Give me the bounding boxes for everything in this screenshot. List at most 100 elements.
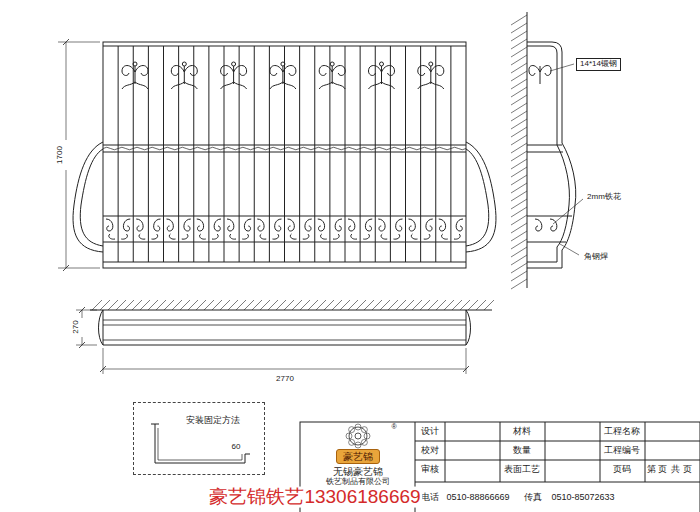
scroll-ornament [535,219,557,231]
vertical-bar [284,46,285,262]
top-scroll [135,66,148,76]
scroll-ornament [182,234,188,239]
wall-hatch [132,300,142,310]
wall-hatch [511,119,527,129]
scroll-ornament [169,234,175,239]
dimension: 270 [72,320,81,333]
scroll-ornament [409,219,416,231]
wall-hatch [204,300,214,310]
top-scroll [282,66,283,84]
wall-hatch [511,55,527,65]
node-text: 豪艺锦 [343,451,373,462]
top-scroll [184,66,197,76]
watermark: 豪艺锦铁艺13306186669 [207,487,422,508]
logo-flower [364,433,370,439]
wall-hatch [124,300,134,310]
scroll-ornament [257,219,264,231]
wall-hatch [428,300,438,310]
wall-hatch [324,300,334,310]
scroll-ornament [303,234,309,239]
scroll-ornament [363,234,369,239]
middle-band [103,145,466,146]
title-cell: 共 [671,465,680,475]
top-scroll [332,82,345,89]
scroll-ornament [456,219,463,231]
logo-flower [355,433,361,439]
wall-hatch [300,300,310,310]
logo-flower [355,442,361,448]
wall-hatch [511,71,527,81]
wall-hatch [172,300,182,310]
scroll-ornament [260,234,266,239]
side-frame [527,42,576,268]
vertical-bar [208,46,209,262]
wall-hatch [511,31,527,41]
logo-flower [355,424,361,430]
wall-hatch [396,300,406,310]
dimension-line [66,170,67,268]
vertical-bar [178,46,179,262]
wall-hatch [511,87,527,97]
wall-hatch [511,39,527,49]
vertical-bar [375,46,376,262]
top-scroll [369,82,382,89]
extension-line [58,268,100,269]
top-scroll [122,82,135,89]
dimension-line [82,337,83,345]
dimension: 2770 [276,375,294,384]
scroll-ornament [305,219,312,231]
title-cell: 工程名称 [604,427,640,437]
wall-hatch [372,300,382,310]
wall-hatch [212,300,222,310]
scroll-ornament [139,234,145,239]
wall-hatch [116,300,126,310]
plan-line [103,320,466,321]
logo-flower [349,427,355,433]
side-bar [527,242,566,243]
wall-hatch [511,279,527,289]
top-scroll [270,66,283,76]
wall-hatch [268,300,278,310]
top-scroll [184,82,197,89]
wall-hatch [260,300,270,310]
vertical-bar [133,46,134,262]
top-scroll [431,66,444,76]
vertical-bar [405,46,406,262]
title-cell: 校对 [421,446,439,456]
scroll-ornament [439,219,446,231]
title-grid [500,422,501,482]
extension-line [76,310,97,311]
dimension-tick [463,366,469,372]
wall-hatch [511,263,527,273]
side-bar [527,145,562,146]
callout-label: 2mm铁花 [587,193,621,202]
wall-hatch [511,47,527,57]
wall-hatch [108,300,118,310]
scroll-ornament [442,234,448,239]
plan-outline [99,310,471,345]
top-scroll [382,82,395,89]
side-wing [73,142,103,252]
scroll-ornament [454,234,460,239]
scroll-ornament [378,219,385,231]
top-scroll [332,66,333,84]
wall-hatch [476,300,486,310]
vertical-bar [345,46,346,262]
scroll-ornament [351,234,357,239]
wall-hatch [511,79,527,89]
scroll-ornament [335,219,342,231]
wall-hatch [196,300,206,310]
scroll-ornament [290,234,296,239]
wall-hatch [348,300,358,310]
scroll-ornament [288,219,295,231]
scroll-ornament [426,219,433,231]
top-scroll [221,66,234,76]
wall-hatch [156,300,166,310]
detail-box: 安装固定方法 [133,402,265,475]
scroll-ornament [106,219,113,231]
logo-badge: 豪艺锦 [336,449,380,464]
wall-hatch [356,300,366,310]
wall-hatch [511,271,527,281]
wall-hatch [511,215,527,225]
